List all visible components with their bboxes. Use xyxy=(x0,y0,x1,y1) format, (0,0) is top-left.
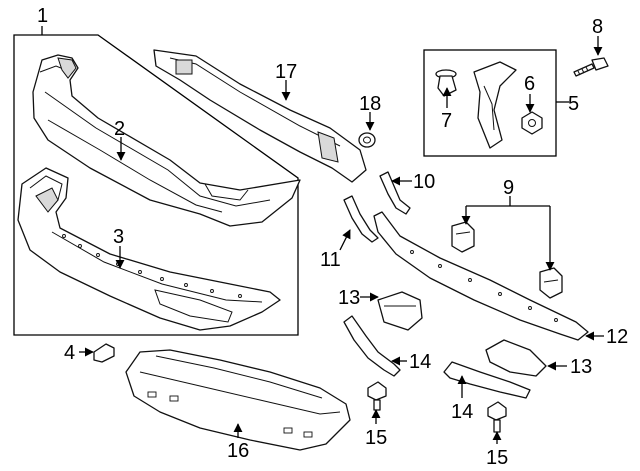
strap-bracket-left xyxy=(343,315,401,377)
callout-4: 4 xyxy=(64,342,75,364)
bracket-part xyxy=(473,61,517,149)
callout-labels: 1 2 3 4 5 6 7 8 9 10 11 12 13 13 14 14 1… xyxy=(37,5,628,469)
mounting-holes xyxy=(62,234,242,298)
callout-2: 2 xyxy=(114,118,125,140)
callout-10: 10 xyxy=(413,171,435,193)
side-bracket-part-10 xyxy=(379,171,411,215)
callout-12: 12 xyxy=(606,326,628,348)
callout-6: 6 xyxy=(524,73,535,95)
callout-11: 11 xyxy=(320,249,341,271)
callout-16: 16 xyxy=(227,440,249,462)
callout-5: 5 xyxy=(568,93,579,115)
nut-part xyxy=(521,111,543,135)
screw-part-right xyxy=(487,401,507,433)
lower-bumper-cover-part xyxy=(17,167,281,331)
bumper-cover-part xyxy=(32,54,301,227)
leader-lines xyxy=(41,26,604,444)
clip-part xyxy=(435,69,457,97)
plug-part xyxy=(93,343,115,363)
screw-part-left xyxy=(367,381,387,411)
callout-13-upper: 13 xyxy=(338,287,360,309)
valance-part xyxy=(125,349,351,451)
callout-18: 18 xyxy=(359,93,381,115)
cap-part-left xyxy=(451,221,475,253)
bumper-assembly-frame xyxy=(13,34,299,336)
module-part-upper xyxy=(377,291,423,331)
callout-1: 1 xyxy=(37,5,48,27)
module-part-lower xyxy=(485,339,547,377)
callout-14-left: 14 xyxy=(409,351,431,373)
bolt-part xyxy=(573,57,609,77)
callout-13-lower: 13 xyxy=(570,356,592,378)
bracket-kit-frame xyxy=(423,49,557,157)
cap-part-right xyxy=(539,267,563,299)
callout-17: 17 xyxy=(275,61,297,83)
side-bracket-part-11 xyxy=(343,195,379,243)
callout-14-right: 14 xyxy=(451,401,473,423)
reinforcement-beam-part xyxy=(153,49,367,183)
callout-7: 7 xyxy=(441,110,452,132)
callout-8: 8 xyxy=(592,16,603,38)
callout-15-right: 15 xyxy=(486,447,508,469)
callout-3: 3 xyxy=(113,226,124,248)
grommet-part xyxy=(358,132,376,148)
callout-9: 9 xyxy=(503,177,514,199)
callout-15-left: 15 xyxy=(365,427,387,449)
spoiler-strip-part xyxy=(373,211,589,341)
